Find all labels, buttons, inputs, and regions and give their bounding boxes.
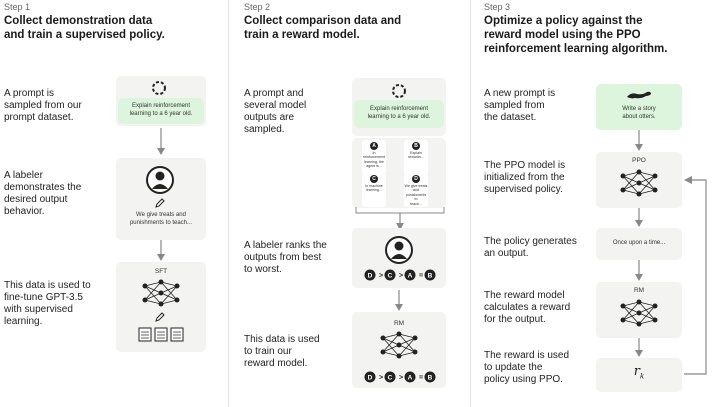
rank-letter: A [408,273,413,280]
rank-item-b [424,269,436,281]
rank-item-a [404,269,416,281]
rm-model-label: RM [393,320,405,327]
rank-operator: > [399,273,403,280]
step-3-arrow-2 [635,208,643,227]
rank-letter: D [368,273,373,280]
dataset-icon [152,81,166,95]
rank-item-c [384,269,396,281]
step-1-arrow-1 [157,128,165,155]
ppo-network-icon [620,169,658,197]
rank-item-d [364,371,376,383]
ranking-sequence: D > C > A = B [364,269,436,281]
documents-icon [138,327,184,342]
output-card-b: B Explain rewards... [404,140,428,174]
step-1-arrow-2 [157,240,165,261]
step-3-arrow-3 [635,260,643,281]
rm-network-icon [380,331,418,359]
labeler-avatar-icon [146,166,174,194]
rank-letter: D [368,375,373,382]
rank-item-c [384,371,396,383]
labeler-avatar-icon [385,236,413,264]
rank-letter: B [428,273,433,280]
rank-operator: > [399,375,403,382]
step-2-title: Collect comparison data and train a rewa… [244,15,402,41]
rank-operator: = [419,273,423,280]
step-1-label: Step 1 [4,2,31,12]
step-2-label: Step 2 [244,2,271,12]
rank-operator: > [379,273,383,280]
step-3-reward-panel [596,358,682,392]
rank-letter: C [388,375,393,382]
rm-network-icon [620,299,658,327]
sft-model-label: SFT [154,268,168,275]
rank-item-d [364,269,376,281]
ranking-sequence-rm: D > C > A = B [364,371,436,383]
step-1-title: Collect demonstration data and train a s… [4,15,165,41]
pencil-icon [155,312,165,322]
feedback-loop-arrow [684,176,707,375]
rank-letter: A [408,375,413,382]
rank-operator: = [419,375,423,382]
rank-letter: B [428,375,433,382]
policy-output-text: Once upon a time... [612,240,666,246]
step-3-arrow-1 [635,130,643,151]
step-3-ppo-panel [596,152,682,208]
rank-item-a [404,371,416,383]
rank-operator: > [379,375,383,382]
step-3-arrow-4 [635,338,643,357]
sft-network-icon [142,279,180,307]
column-divider-2 [470,0,471,407]
step-3-output-panel [596,228,682,260]
step-3-title: Optimize a policy against the reward mod… [484,15,668,55]
ppo-model-label: PPO [632,157,646,164]
otter-icon [627,91,651,99]
dataset-icon [392,84,406,98]
outputs-bracket-arrow [355,207,445,230]
reward-symbol: rk [633,364,645,381]
rank-letter: C [388,273,393,280]
column-divider-1 [228,0,229,407]
step-2-arrow [395,290,403,311]
step-3-label: Step 3 [484,2,511,12]
rm-model-label-step3: RM [633,287,645,294]
rank-item-b [424,371,436,383]
pencil-icon [155,198,165,208]
step-3-rm-panel [596,282,682,338]
